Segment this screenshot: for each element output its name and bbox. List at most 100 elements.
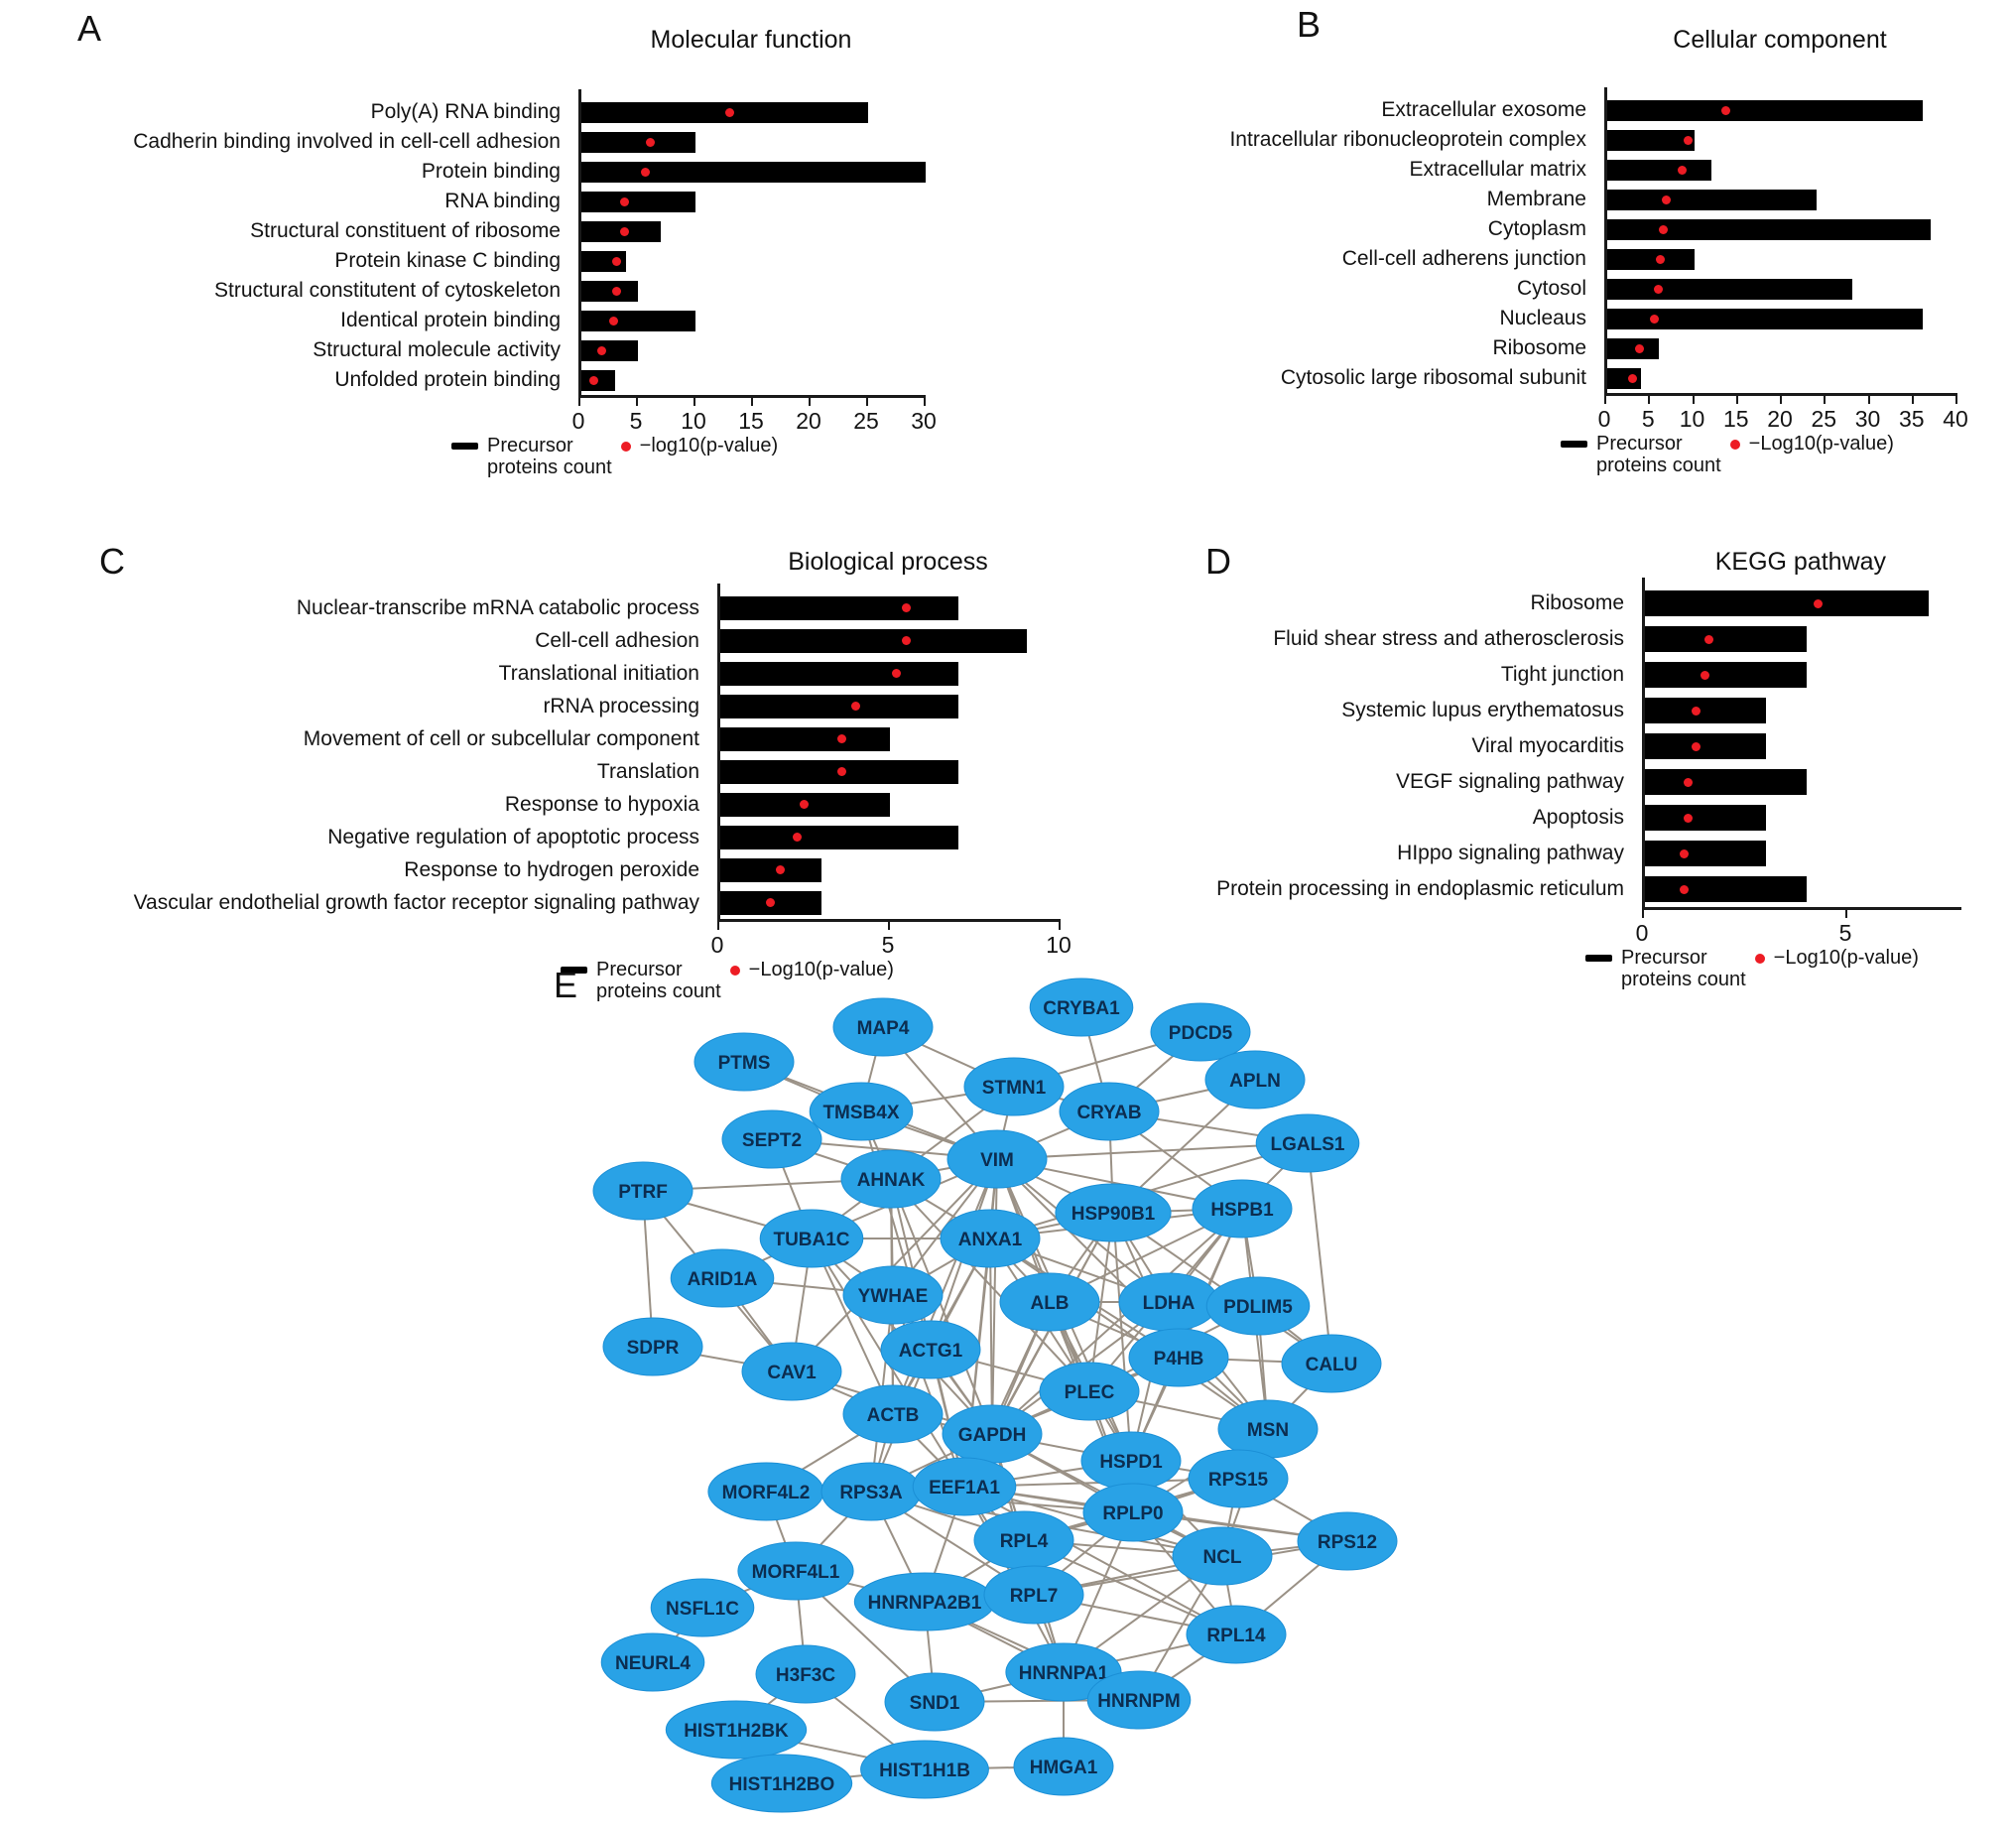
x-axis-tick — [1867, 396, 1870, 404]
network-node: CRYBA1 — [1029, 978, 1134, 1037]
network-node-label: H3F3C — [776, 1665, 835, 1686]
network-node-label: NCL — [1202, 1547, 1241, 1568]
legend-bar-swatch — [451, 443, 478, 450]
network-node: HIST1H2BO — [710, 1754, 853, 1813]
pvalue-dot — [1677, 165, 1687, 175]
network-node-label: RPS15 — [1208, 1470, 1269, 1491]
x-axis-tick — [693, 398, 695, 406]
pvalue-dot — [1662, 195, 1672, 204]
network-node: HIST1H2BK — [665, 1700, 808, 1760]
count-bar — [1606, 248, 1695, 270]
count-bar — [1606, 337, 1660, 359]
network-node-label: RPS3A — [839, 1483, 903, 1503]
network-node: ALB — [999, 1272, 1100, 1332]
pvalue-dot — [1721, 105, 1731, 115]
count-bar — [1606, 218, 1932, 240]
network-node: ANXA1 — [940, 1209, 1041, 1268]
network-node-label: SND1 — [910, 1693, 960, 1714]
network-node: PLEC — [1039, 1362, 1140, 1421]
count-bar — [719, 595, 958, 620]
network-node: SEPT2 — [721, 1109, 822, 1169]
pvalue-dot — [1684, 135, 1694, 145]
network-node-label: ACTG1 — [899, 1341, 963, 1362]
network-node: PDLIM5 — [1205, 1276, 1311, 1336]
network-node-label: P4HB — [1154, 1349, 1204, 1369]
network-edge — [890, 1178, 993, 1435]
count-bar — [1644, 590, 1929, 616]
network-node: HSPB1 — [1192, 1179, 1293, 1238]
pvalue-dot — [1658, 224, 1668, 234]
x-tick-label: 40 — [1943, 406, 1968, 432]
network-edge — [989, 1238, 993, 1435]
category-label: RNA binding — [444, 190, 561, 212]
category-label: Vascular endothelial growth factor recep… — [133, 890, 699, 914]
network-node-label: TMSB4X — [822, 1103, 899, 1123]
category-label: Nuclear-transcribe mRNA catabolic proces… — [296, 595, 699, 619]
pvalue-dot — [1684, 813, 1694, 823]
panel-letter-a: A — [77, 8, 103, 49]
network-node: VIM — [946, 1129, 1048, 1189]
category-label: Cytosol — [1516, 277, 1586, 300]
count-bar — [1644, 662, 1807, 688]
legend: Precursor proteins count−Log10(p-value) — [1561, 433, 1894, 476]
category-label: Negative regulation of apoptotic process — [327, 825, 699, 848]
panel-title: Cellular component — [1673, 26, 1887, 54]
network-node-label: HSPD1 — [1099, 1452, 1163, 1473]
network-node-label: EEF1A1 — [929, 1478, 1000, 1499]
network-node: RPLP0 — [1082, 1483, 1184, 1542]
category-label: HIppo signaling pathway — [1397, 842, 1624, 864]
pvalue-dot — [1703, 634, 1713, 644]
pvalue-dot — [1692, 741, 1701, 751]
category-label: Tight junction — [1500, 663, 1624, 686]
network-node-label: CALU — [1306, 1355, 1358, 1375]
category-label: Systemic lupus erythematosus — [1341, 699, 1624, 721]
y-axis — [578, 89, 581, 398]
pvalue-dot — [850, 702, 860, 711]
network-node: TMSB4X — [809, 1082, 914, 1141]
category-label: Cell-cell adhesion — [535, 628, 699, 652]
pvalue-dot — [902, 636, 912, 645]
category-label: Protein kinase C binding — [334, 249, 561, 272]
category-label: Structural constitutent of cytoskeleton — [213, 279, 561, 302]
pvalue-dot — [775, 865, 785, 874]
legend-dot-label: −log10(p-value) — [639, 435, 779, 456]
network-node: NEURL4 — [600, 1632, 705, 1692]
count-bar — [719, 661, 958, 686]
count-bar — [580, 131, 695, 153]
network-node-label: MAP4 — [857, 1018, 910, 1039]
x-tick-label: 10 — [1679, 406, 1705, 432]
category-label: rRNA processing — [543, 694, 699, 717]
network-node-label: APLN — [1229, 1071, 1281, 1092]
network-node-label: HNRNPA2B1 — [868, 1593, 982, 1614]
count-bar — [719, 857, 822, 882]
y-axis — [1642, 578, 1645, 910]
network-node: ACTB — [842, 1384, 944, 1444]
pvalue-dot — [1684, 777, 1694, 787]
category-label: Structural molecule activity — [313, 338, 561, 361]
category-label: Translation — [596, 759, 699, 783]
category-label: Cell-cell adherens junction — [1341, 247, 1586, 270]
x-axis-tick — [866, 398, 868, 406]
legend-bar-label: Precursor proteins count — [1621, 947, 1746, 990]
pvalue-dot — [1655, 254, 1665, 264]
category-label: Cytosolic large ribosomal subunit — [1280, 366, 1586, 389]
x-tick-label: 15 — [1722, 406, 1749, 432]
network-node-label: RPL4 — [1000, 1531, 1049, 1552]
network-node-label: MORF4L2 — [722, 1483, 811, 1503]
network-node: RPL14 — [1186, 1605, 1287, 1664]
pvalue-dot — [645, 137, 655, 147]
category-label: Identical protein binding — [340, 309, 561, 331]
count-bar — [719, 825, 958, 849]
pvalue-dot — [1634, 343, 1644, 353]
count-bar — [719, 726, 890, 751]
pvalue-dot — [765, 898, 775, 907]
panel-letter-e: E — [554, 965, 579, 1005]
count-bar — [1606, 367, 1642, 389]
legend-bar-label: Precursor proteins count — [1596, 433, 1721, 476]
network-node: EEF1A1 — [912, 1457, 1017, 1516]
network-node-label: MORF4L1 — [752, 1562, 840, 1583]
pvalue-dot — [597, 345, 607, 355]
network-node-label: HIST1H2BK — [684, 1721, 789, 1742]
x-axis-tick — [1824, 396, 1827, 404]
